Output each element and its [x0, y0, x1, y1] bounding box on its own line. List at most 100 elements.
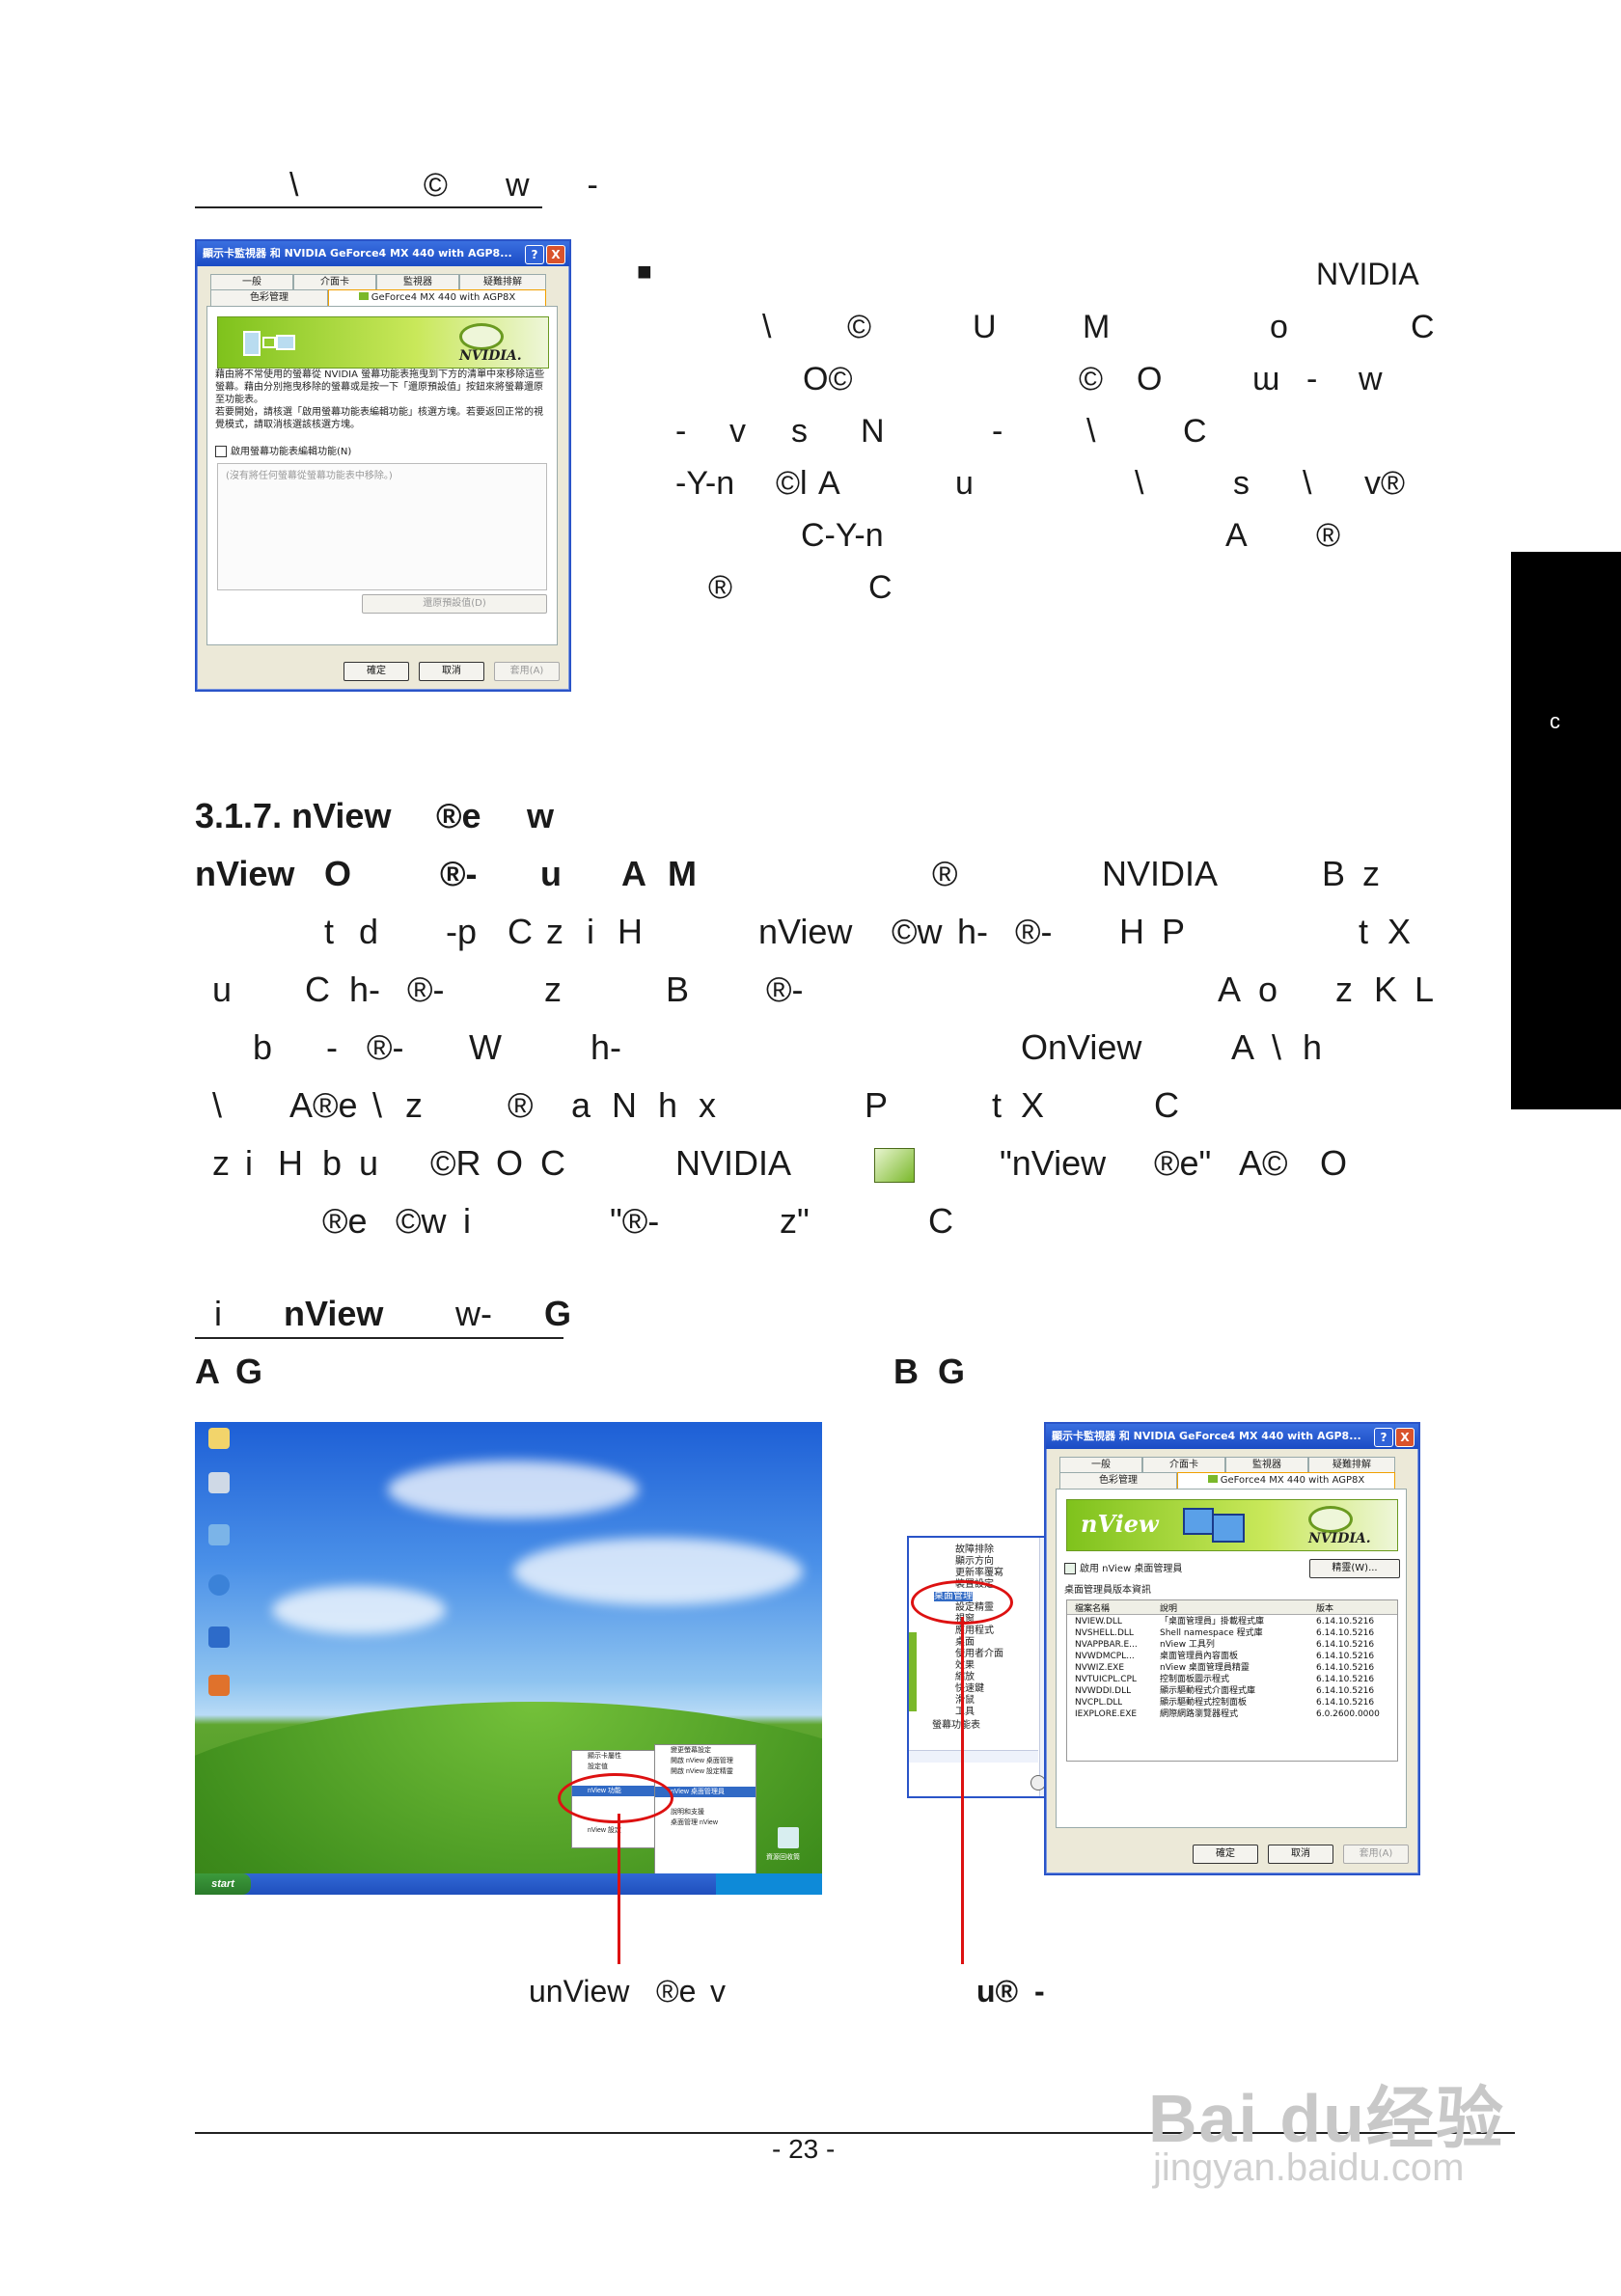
media-player-icon[interactable] [208, 1675, 230, 1696]
tab-color-management[interactable]: 色彩管理 [210, 289, 328, 306]
callout-line-a [618, 1814, 620, 1964]
tree-item[interactable]: 工具 [955, 1707, 975, 1717]
apply-button[interactable]: 套用(A) [494, 662, 560, 681]
tree-hscrollbar[interactable] [909, 1750, 1038, 1763]
tab-color-management[interactable]: 色彩管理 [1059, 1472, 1177, 1489]
tab-troubleshoot[interactable]: 疑難排解 [459, 274, 546, 290]
my-documents-icon[interactable] [208, 1428, 230, 1449]
para-l1-3: u [540, 854, 562, 893]
menu-item[interactable]: 設定值 [588, 1763, 608, 1770]
caption-right-1: - [1034, 1974, 1045, 2009]
para-l7-3: "®- [610, 1201, 660, 1241]
tree-item[interactable]: 應用程式 [955, 1626, 994, 1636]
ok-button[interactable]: 確定 [343, 662, 409, 681]
nvidia-eye-icon [459, 323, 504, 350]
close-button[interactable]: X [546, 245, 565, 264]
tab-general[interactable]: 一般 [210, 274, 293, 290]
tree-item[interactable]: 桌面 [955, 1637, 975, 1648]
cancel-button[interactable]: 取消 [419, 662, 484, 681]
network-icon[interactable] [208, 1524, 230, 1545]
submenu-item[interactable]: 開啟 nView 設定精靈 [671, 1768, 733, 1775]
checkbox-icon [1064, 1563, 1076, 1574]
tree-item[interactable]: 使用者介面 [955, 1649, 1003, 1659]
msn-icon[interactable] [208, 1626, 230, 1648]
tab-monitor[interactable]: 監視器 [376, 274, 459, 290]
rt-line5-0: C-Y-n [801, 517, 884, 554]
enable-edit-checkbox[interactable]: 啟用螢幕功能表編輯功能(N) [215, 446, 351, 458]
submenu-item[interactable]: 變更螢幕設定 [671, 1747, 711, 1754]
tab-geforce[interactable]: GeForce4 MX 440 with AGP8X [1177, 1472, 1395, 1489]
para-l1-8: B [1322, 854, 1346, 893]
rt-line4-1: ©l [776, 465, 808, 502]
version-label: 桌面管理員版本資訊 [1064, 1585, 1151, 1596]
tree-item[interactable]: 顯示方向 [955, 1556, 994, 1567]
tree-item[interactable]: 滑鼠 [955, 1695, 975, 1706]
desktop-screenshot: 顯示卡屬性 設定值 nView 功能 nView 設定 變更螢幕設定 開啟 nV… [195, 1422, 822, 1895]
my-computer-icon[interactable] [208, 1472, 230, 1493]
tab-troubleshoot[interactable]: 疑難排解 [1308, 1457, 1395, 1473]
rt-line3-3: N [861, 413, 885, 450]
apply-button[interactable]: 套用(A) [1343, 1845, 1409, 1864]
menu-item[interactable]: nView 設定 [588, 1827, 621, 1834]
tree-item[interactable]: 螢幕功能表 [932, 1720, 980, 1731]
para-l5-2: \ [372, 1085, 383, 1125]
submenu-item[interactable]: nView 桌面管理員 [655, 1787, 756, 1797]
para-l2-4: z [546, 912, 563, 951]
tab-monitor[interactable]: 監視器 [1225, 1457, 1308, 1473]
tree-nvidia-icon [909, 1632, 917, 1671]
tab-adapter[interactable]: 介面卡 [293, 274, 376, 290]
tab-adapter[interactable]: 介面卡 [1142, 1457, 1225, 1473]
para-l4-7: \ [1272, 1027, 1282, 1067]
table-cell-desc: nView 工具列 [1160, 1640, 1215, 1650]
tab-geforce[interactable]: GeForce4 MX 440 with AGP8X [328, 289, 546, 306]
para-l5-10: t [992, 1085, 1003, 1125]
ok-button[interactable]: 確定 [1193, 1845, 1258, 1864]
tree-item[interactable]: 縮放 [955, 1672, 975, 1682]
tree-item[interactable]: 效果 [955, 1660, 975, 1671]
submenu-item[interactable]: 開啟 nView 桌面管理 [671, 1758, 733, 1764]
para-l1-2: ®- [440, 854, 478, 893]
removed-screens-list[interactable]: (沒有將任何螢幕從螢幕功能表中移除。) [217, 463, 547, 590]
header-underline [195, 206, 542, 208]
rt-line2-3: ɯ [1252, 361, 1280, 397]
para-l3-6: ®- [766, 970, 804, 1009]
rt-line4-5: s [1233, 465, 1250, 502]
recycle-bin-icon[interactable] [778, 1827, 799, 1848]
enable-nview-checkbox[interactable]: 啟用 nView 桌面管理員 [1064, 1563, 1182, 1575]
sub-heading-2: w- [455, 1294, 492, 1333]
submenu-item[interactable]: 桌面管理 nView [671, 1819, 718, 1826]
para-l5-9: P [865, 1085, 889, 1125]
internet-explorer-icon[interactable] [208, 1574, 230, 1596]
arrow-icon [262, 337, 276, 348]
para-l6-9: "nView [1000, 1143, 1107, 1183]
tree-item[interactable]: 故障排除 [955, 1544, 994, 1555]
cancel-button[interactable]: 取消 [1268, 1845, 1333, 1864]
monitor-icon [243, 331, 261, 356]
close-button[interactable]: X [1395, 1428, 1415, 1447]
para-l3-5: B [666, 970, 690, 1009]
sub-heading-1: nView [284, 1294, 384, 1333]
cloud [388, 1461, 639, 1518]
submenu-item[interactable]: 說明和支援 [671, 1809, 704, 1816]
wizard-button[interactable]: 精靈(W)... [1309, 1559, 1400, 1578]
para-l4-1: - [326, 1027, 338, 1067]
help-button[interactable]: ? [525, 245, 544, 264]
tree-item[interactable]: 更新率覆寫 [955, 1568, 1003, 1578]
tree-item[interactable]: 快速鍵 [955, 1683, 984, 1694]
help-button[interactable]: ? [1374, 1428, 1393, 1447]
rt-line1-2: U [973, 309, 997, 345]
para-l2-6: H [618, 912, 643, 951]
menu-item[interactable]: 顯示卡屬性 [588, 1753, 621, 1760]
start-button[interactable]: start [195, 1873, 251, 1895]
tab-general[interactable]: 一般 [1059, 1457, 1142, 1473]
restore-defaults-button[interactable]: 還原預設值(D) [362, 594, 547, 614]
